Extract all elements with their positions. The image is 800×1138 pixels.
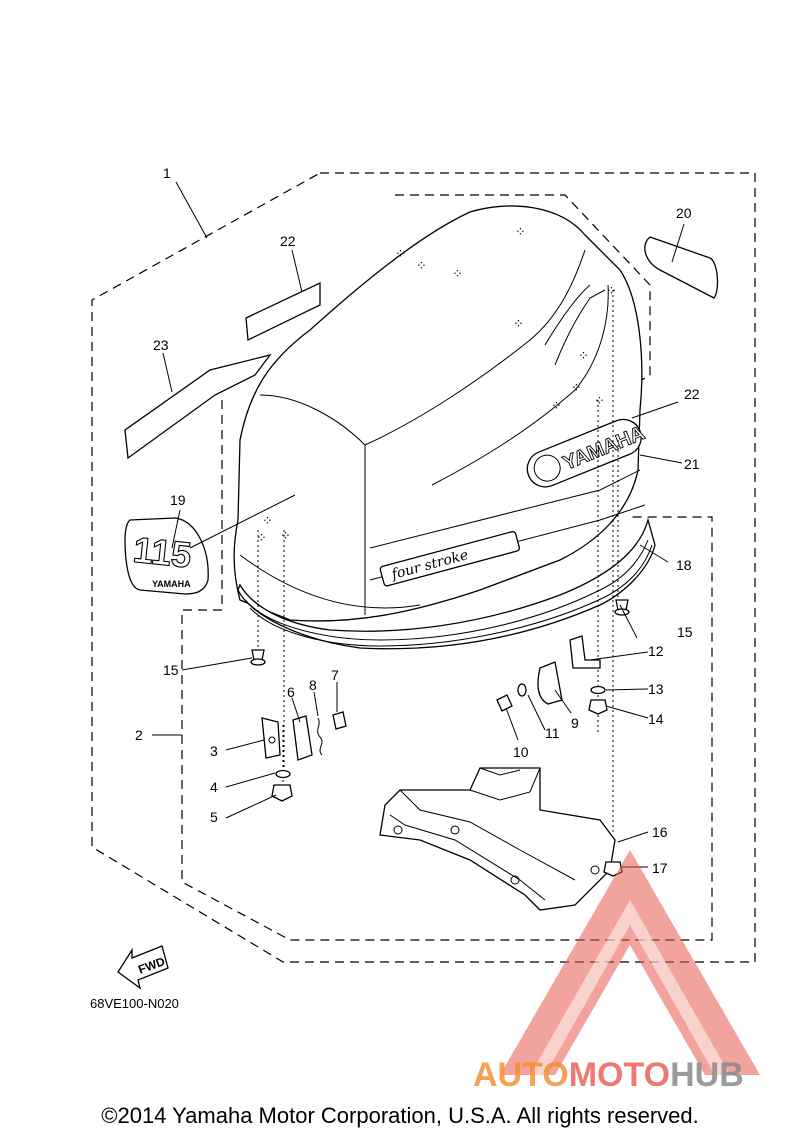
callout-20: 20 — [676, 205, 692, 221]
diagram-code: 68VE100-N020 — [90, 996, 179, 1011]
callout-labels: 1 2 3 4 5 6 7 8 9 10 11 12 13 14 15 15 1… — [135, 165, 700, 876]
callout-22-left: 22 — [280, 233, 296, 249]
callout-6: 6 — [287, 684, 295, 700]
svg-text:⁘: ⁘ — [551, 398, 562, 413]
svg-text:⁘: ⁘ — [594, 393, 605, 408]
watermark-auto: AUTO — [473, 1056, 569, 1094]
callout-7: 7 — [331, 667, 339, 683]
grommet-15-right — [614, 599, 630, 616]
callout-3: 3 — [210, 743, 218, 759]
watermark-moto: MOTO — [569, 1056, 670, 1094]
callout-15-left: 15 — [163, 662, 179, 678]
callout-9: 9 — [571, 715, 579, 731]
cowling-lower-outline — [181, 400, 713, 941]
svg-text:⁘: ⁘ — [262, 513, 273, 528]
spring-8 — [317, 717, 323, 756]
model-badge-number: 115 — [131, 529, 193, 576]
callout-18: 18 — [676, 557, 692, 573]
copyright-notice: ©2014 Yamaha Motor Corporation, U.S.A. A… — [101, 1103, 699, 1128]
callout-13: 13 — [648, 681, 664, 697]
washer-13 — [590, 685, 606, 695]
callout-16: 16 — [652, 824, 668, 840]
svg-text:⁘: ⁘ — [578, 348, 589, 363]
callout-2: 2 — [135, 727, 143, 743]
callout-5: 5 — [210, 809, 218, 825]
bolt-10 — [496, 694, 513, 712]
svg-text:⁘: ⁘ — [571, 380, 582, 395]
grommet-15-left — [250, 649, 266, 666]
svg-text:⁘: ⁘ — [513, 316, 524, 331]
washer-4 — [275, 769, 291, 779]
nut-14 — [588, 699, 608, 715]
bracket-6 — [292, 715, 313, 761]
callout-10: 10 — [513, 744, 529, 760]
model-badge-115: 115 YAMAHA — [124, 517, 209, 595]
callout-1: 1 — [163, 165, 171, 181]
svg-text:⁘: ⁘ — [416, 258, 427, 273]
nut-5 — [271, 784, 293, 802]
callout-15-right: 15 — [677, 624, 693, 640]
bottom-support-16 — [379, 767, 616, 911]
callout-22-right: 22 — [684, 386, 700, 402]
assembly-outline-1 — [91, 172, 756, 963]
washer-11 — [517, 683, 527, 697]
svg-text:⁘: ⁘ — [606, 283, 617, 298]
fwd-arrow-icon: FWD — [117, 945, 169, 990]
top-cowling: ⁘ ⁘ ⁘ ⁘ ⁘ ⁘ ⁘ ⁘ ⁘ ⁘ ⁘ ⁘ ⁘ — [233, 205, 656, 650]
bracket-3 — [261, 717, 281, 759]
watermark-logo: AUTOMOTOHUB — [473, 850, 760, 1094]
decal-23 — [124, 353, 272, 460]
svg-text:⁘: ⁘ — [452, 266, 463, 281]
model-badge-brand: YAMAHA — [152, 579, 191, 589]
svg-text:AUTOMOTOHUB: AUTOMOTOHUB — [473, 1056, 744, 1094]
bolt-7 — [332, 711, 347, 730]
callout-23: 23 — [153, 337, 169, 353]
callout-8: 8 — [309, 677, 317, 693]
svg-text:⁘: ⁘ — [280, 528, 291, 543]
watermark-hub: HUB — [670, 1056, 744, 1094]
svg-text:⁘: ⁘ — [515, 224, 526, 239]
callout-21: 21 — [684, 456, 700, 472]
hinge-12 — [569, 635, 601, 669]
callout-12: 12 — [648, 643, 664, 659]
bracket-9 — [537, 661, 563, 705]
callout-17: 17 — [652, 860, 668, 876]
decal-22-left — [245, 281, 321, 341]
svg-text:⁘: ⁘ — [256, 530, 267, 545]
callout-19: 19 — [170, 492, 186, 508]
decal-20 — [644, 236, 719, 299]
callout-4: 4 — [210, 779, 218, 795]
callout-14: 14 — [648, 711, 664, 727]
callout-11: 11 — [545, 725, 560, 741]
svg-text:⁘: ⁘ — [395, 246, 406, 261]
